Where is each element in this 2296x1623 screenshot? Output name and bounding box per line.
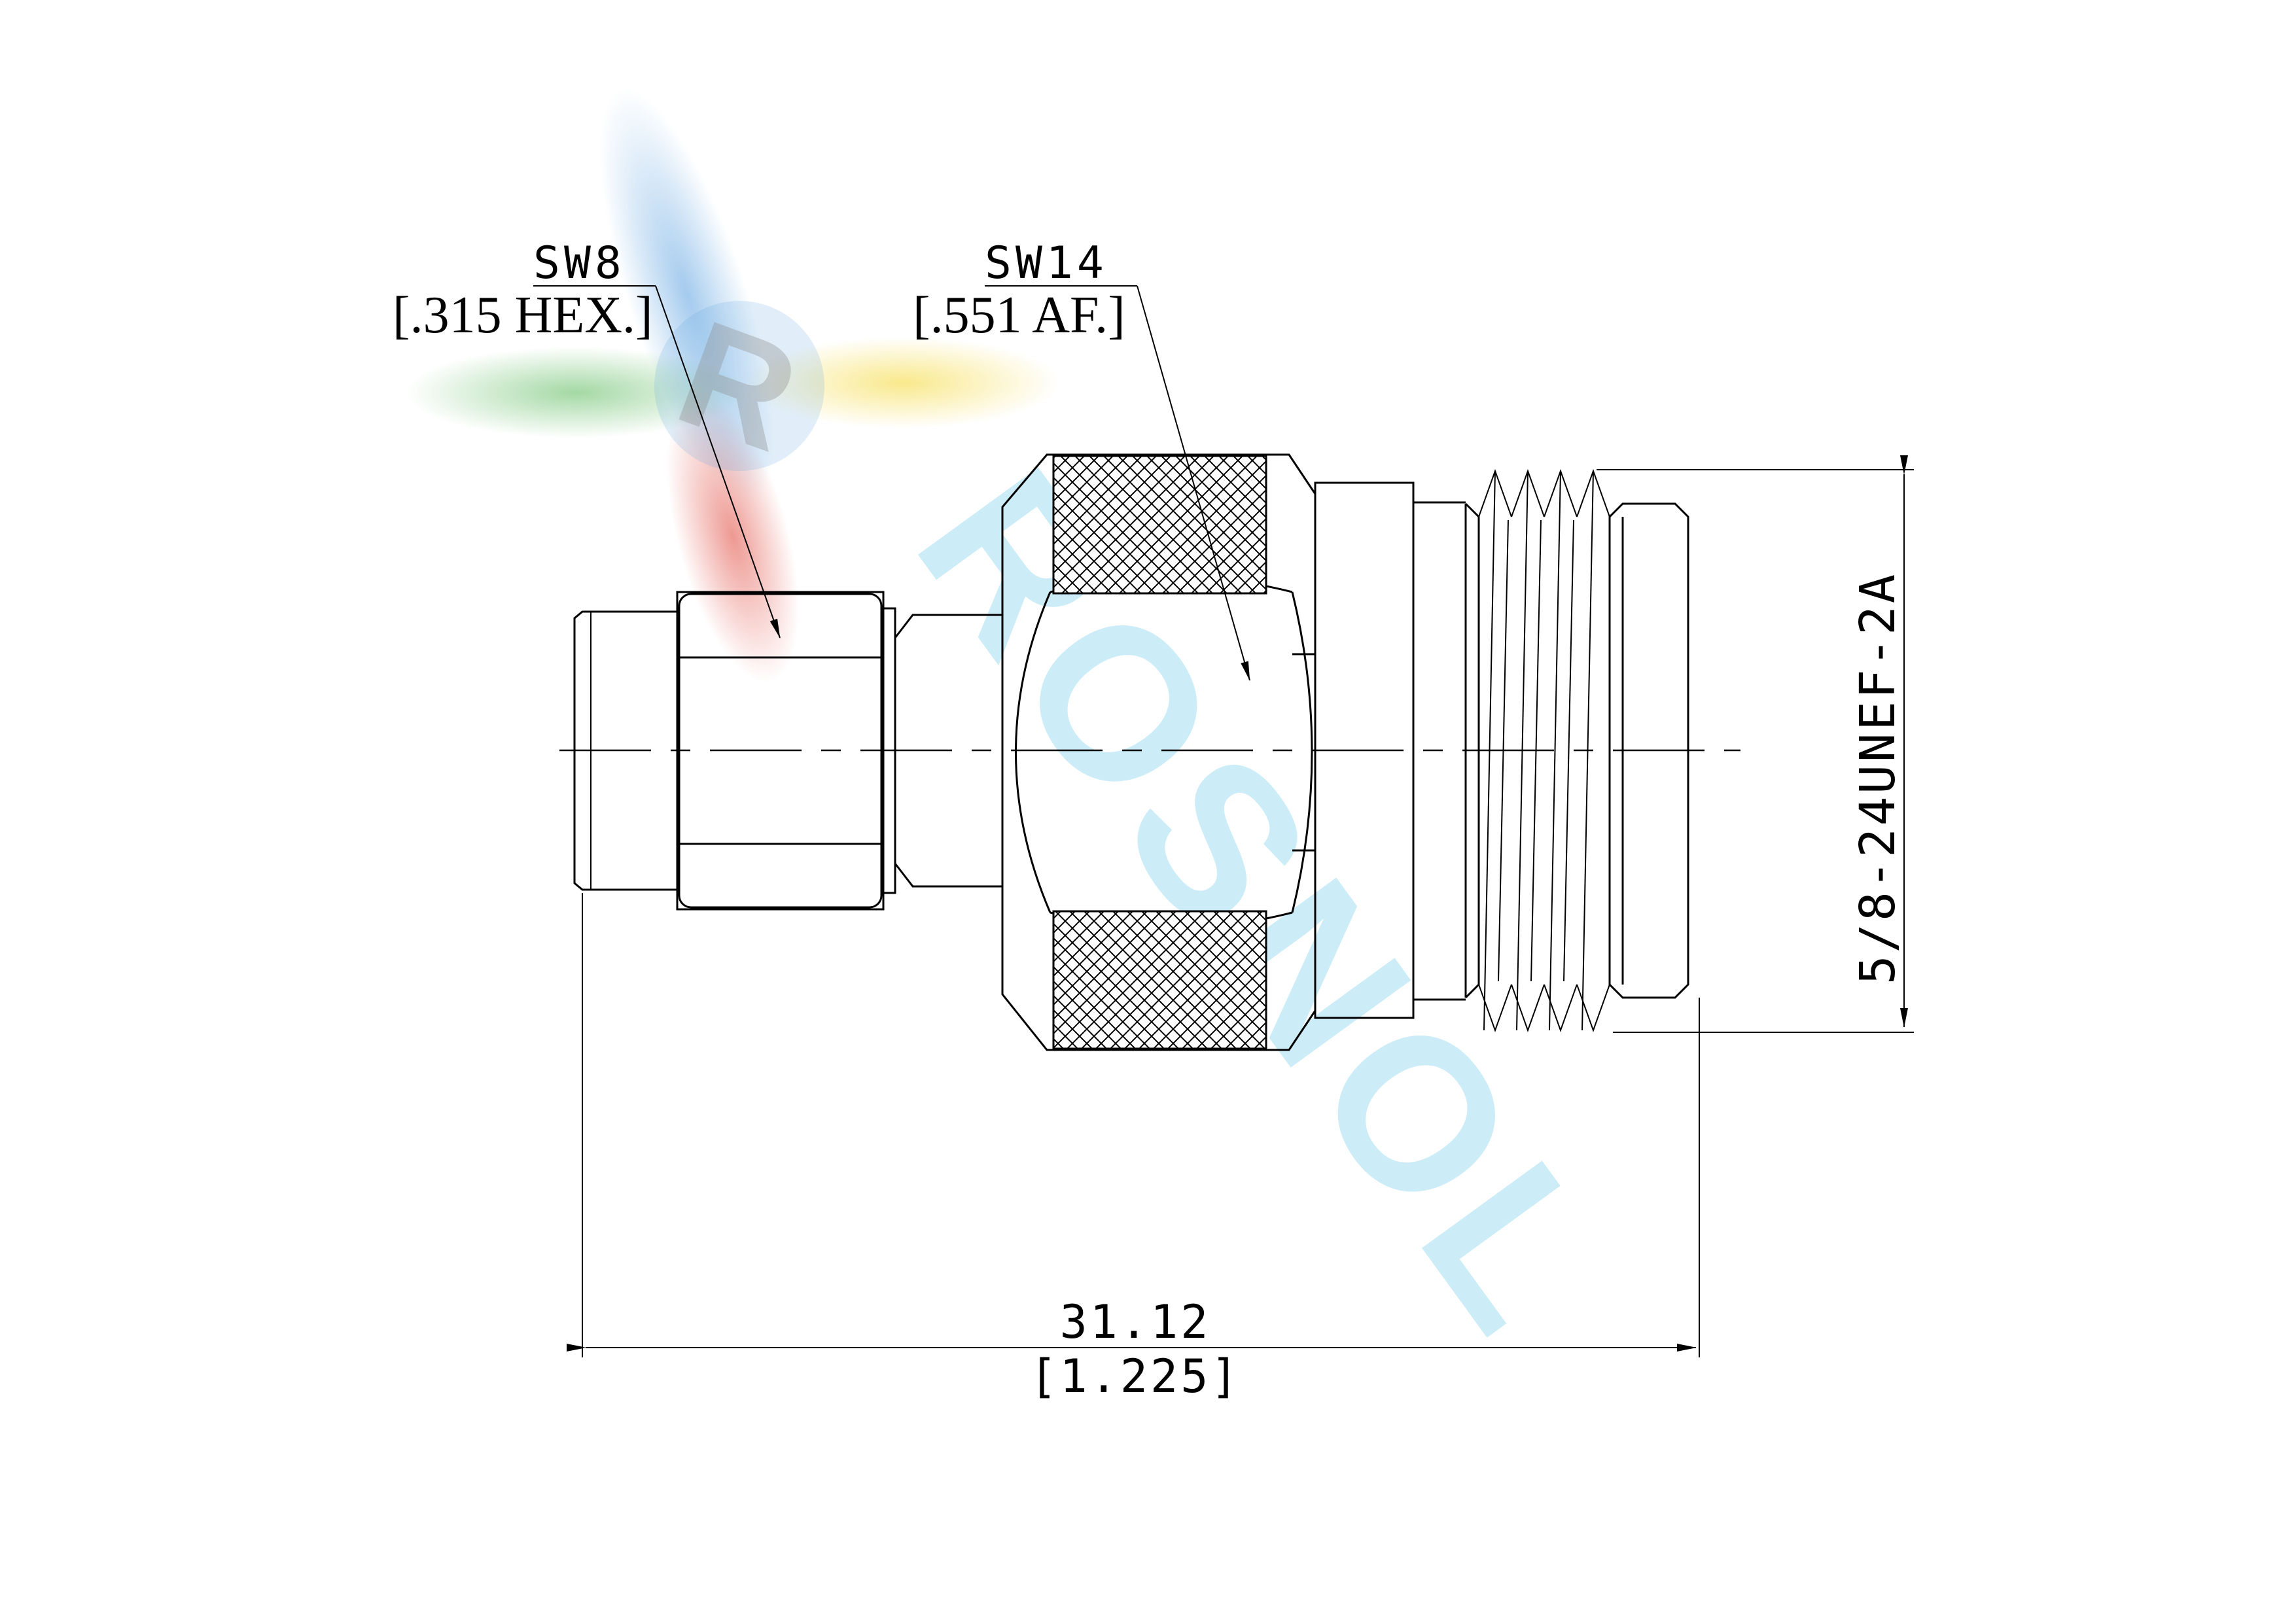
sw8-label: SW8 xyxy=(533,237,626,289)
length-in: [1.225] xyxy=(1029,1350,1241,1403)
length-mm: 31.12 xyxy=(1060,1295,1211,1349)
threaded-section xyxy=(1464,469,1689,1032)
knurl-band-top xyxy=(1052,455,1267,595)
thread-spec: 5/8-24UNEF-2A xyxy=(1850,572,1906,985)
callout-sw8: SW8 [.315 HEX.] xyxy=(393,237,781,638)
knurl-band-bottom xyxy=(1052,910,1267,1050)
length-dimension: 31.12 [1.225] xyxy=(567,893,1700,1403)
sw14-label: SW14 xyxy=(985,237,1108,289)
coupling-body-sw14 xyxy=(1001,453,1316,1051)
sw8-note: [.315 HEX.] xyxy=(393,287,653,344)
thread-dimension: 5/8-24UNEF-2A xyxy=(1597,455,1914,1033)
sw14-note: [.551 AF.] xyxy=(913,287,1125,344)
connector-body xyxy=(559,453,1740,1051)
callout-sw14: SW14 [.551 AF.] xyxy=(913,237,1250,681)
